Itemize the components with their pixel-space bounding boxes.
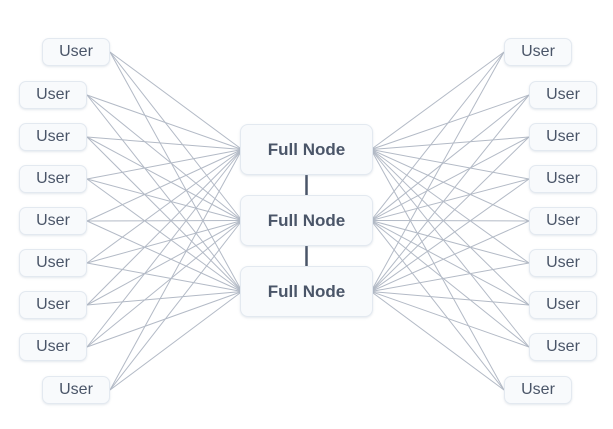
connection-line — [370, 149, 530, 264]
connection-line — [370, 149, 505, 391]
user-box-left-7: User — [19, 291, 87, 319]
connection-line — [86, 94, 243, 150]
connection-line — [370, 51, 505, 292]
connection-line — [86, 149, 243, 222]
user-box-left-5: User — [19, 207, 87, 235]
user-box-left-3: User — [19, 123, 87, 151]
connection-line — [370, 291, 505, 391]
full-node-1: Full Node — [240, 124, 373, 175]
connection-line — [86, 291, 243, 306]
connection-line — [86, 178, 243, 221]
connection-line — [86, 136, 243, 292]
user-box-left-4: User — [19, 165, 87, 193]
connection-line — [86, 220, 243, 292]
connection-line — [370, 149, 530, 306]
connection-line — [86, 149, 243, 348]
user-box-right-4: User — [529, 165, 597, 193]
connection-line — [86, 149, 243, 306]
connection-line — [370, 149, 530, 180]
connection-line — [370, 149, 530, 348]
user-box-left-8: User — [19, 333, 87, 361]
connection-line — [86, 220, 243, 222]
user-box-left-6: User — [19, 249, 87, 277]
user-box-left-2: User — [19, 81, 87, 109]
user-box-right-1: User — [504, 38, 572, 66]
connection-line — [86, 262, 243, 292]
connection-line — [109, 291, 243, 391]
connection-line — [86, 220, 243, 306]
connection-line — [370, 136, 530, 150]
connection-line — [370, 291, 530, 306]
user-box-right-5: User — [529, 207, 597, 235]
user-box-right-6: User — [529, 249, 597, 277]
connection-line — [370, 291, 530, 348]
full-node-3: Full Node — [240, 266, 373, 317]
connection-line — [370, 262, 530, 292]
connection-line — [370, 220, 505, 391]
connection-line — [370, 94, 530, 150]
connection-line — [86, 220, 243, 264]
connection-line — [109, 149, 243, 391]
connection-line — [370, 94, 530, 292]
connection-line — [370, 220, 530, 292]
user-box-left-1: User — [42, 38, 110, 66]
connection-line — [370, 51, 505, 150]
connection-line — [86, 136, 243, 150]
connection-line — [370, 178, 530, 292]
connection-line — [109, 220, 243, 391]
connection-line — [370, 220, 530, 306]
connection-line — [370, 220, 530, 264]
user-box-left-9: User — [42, 376, 110, 404]
connection-line — [370, 94, 530, 221]
full-node-2: Full Node — [240, 195, 373, 246]
connection-line — [370, 136, 530, 221]
user-box-right-3: User — [529, 123, 597, 151]
user-box-right-2: User — [529, 81, 597, 109]
connection-line — [109, 51, 243, 221]
connection-line — [86, 149, 243, 180]
connection-line — [109, 51, 243, 150]
connection-line — [370, 220, 530, 348]
user-box-right-7: User — [529, 291, 597, 319]
connection-line — [86, 178, 243, 292]
connection-line — [86, 94, 243, 221]
connection-line — [370, 220, 530, 222]
user-box-right-8: User — [529, 333, 597, 361]
connection-line — [370, 178, 530, 221]
connection-line — [86, 149, 243, 264]
connection-line — [86, 220, 243, 348]
connection-line — [370, 136, 530, 292]
connection-line — [109, 51, 243, 292]
user-box-right-9: User — [504, 376, 572, 404]
connection-line — [370, 149, 530, 222]
connection-line — [86, 136, 243, 221]
connection-line — [370, 51, 505, 221]
connection-line — [86, 94, 243, 292]
